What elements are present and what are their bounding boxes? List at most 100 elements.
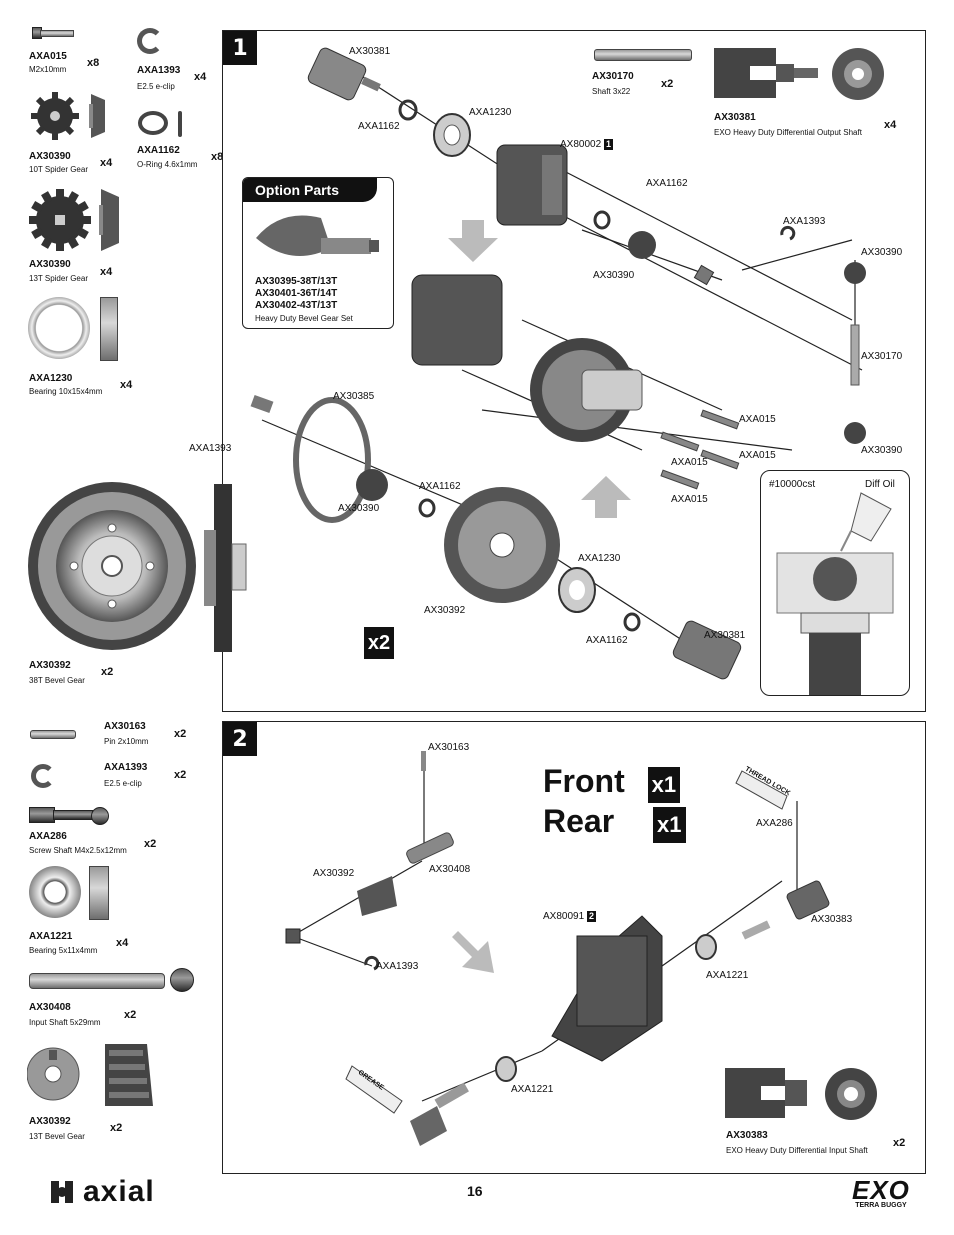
screw-icon: [32, 27, 74, 39]
part-desc: Bearing 5x11x4mm: [29, 946, 98, 955]
o-ring-icon: [138, 111, 168, 135]
part-desc: Input Shaft 5x29mm: [29, 1018, 101, 1027]
option-line: AX30401-36T/14T: [255, 288, 338, 299]
callout-label: AX30390: [861, 445, 903, 456]
part-desc: EXO Heavy Duty Differential Input Shaft: [726, 1146, 868, 1155]
part-qty: x8: [211, 151, 224, 163]
input-shaft-end-icon: [170, 968, 194, 992]
callout-label: AXA1230: [469, 107, 512, 118]
oil-label: Diff Oil: [865, 479, 895, 490]
front-qty: x1: [647, 767, 681, 803]
part-qty: x4: [194, 71, 207, 83]
part-desc: 13T Spider Gear: [29, 274, 88, 283]
callout-label: AX30408: [429, 864, 471, 875]
part-qty: x4: [120, 379, 133, 391]
screw-shaft-end-icon: [91, 807, 109, 825]
part-code: AX30170: [592, 71, 634, 82]
part-code: AXA1393: [137, 65, 181, 76]
pin-icon: [30, 730, 76, 739]
bevel-gear-13t-icon: [27, 1044, 153, 1106]
step-number: 2: [223, 722, 257, 756]
part-code: AXA015: [29, 51, 67, 62]
part-code: AX30390: [29, 151, 71, 162]
input-shaft-icon: [29, 973, 165, 989]
callout-label: AXA1221: [511, 1084, 554, 1095]
step-1-diagram: [250, 47, 866, 680]
part-code: AXA286: [29, 831, 67, 842]
callout-label: AX30381: [349, 46, 391, 57]
part-desc: E2.5 e-clip: [137, 82, 175, 91]
part-qty: x2: [661, 78, 674, 90]
part-desc: Bearing 10x15x4mm: [29, 387, 103, 396]
axial-logo-icon: [51, 1181, 73, 1203]
e-clip-icon: [137, 28, 163, 54]
o-ring-side-icon: [178, 111, 182, 137]
part-qty: x2: [110, 1122, 123, 1134]
callout-label: AXA1230: [578, 553, 621, 564]
option-line: AX30395-38T/13T: [255, 276, 338, 287]
oil-weight: #10000cst: [769, 479, 816, 490]
callout-label: AX30170: [861, 351, 903, 362]
part-code: AX30383: [726, 1130, 768, 1141]
part-code: AXA1221: [29, 931, 73, 942]
step-2-panel: 2: [222, 721, 926, 1174]
model-logo: EXO TERRA BUGGY: [852, 1177, 910, 1209]
callout-label: AX80091 2: [543, 911, 596, 922]
callout-label: AX30163: [428, 742, 470, 753]
callout-label: AX30385: [333, 391, 375, 402]
callout-label: AXA1162: [586, 635, 628, 646]
front-rear-label: Front x1 Rear x1: [543, 763, 686, 843]
part-qty: x4: [884, 119, 897, 131]
part-desc: 13T Bevel Gear: [29, 1132, 85, 1141]
part-qty: x2: [124, 1009, 137, 1021]
callout-label: AXA1393: [189, 443, 232, 454]
callout-label: AX30390: [861, 247, 903, 258]
option-parts-box: Option Parts AX30395-38T/13T AX30401-36T…: [242, 177, 394, 329]
part-desc: M2x10mm: [29, 65, 67, 74]
bearing-side-icon: [89, 866, 109, 920]
part-desc: E2.5 e-clip: [104, 779, 142, 788]
bearing-icon: [28, 297, 90, 359]
part-code: AX30392: [29, 660, 71, 671]
part-code: AXA1393: [104, 762, 148, 773]
oil-bottle-icon: [776, 492, 894, 695]
multiplier-badge: x2: [364, 627, 394, 659]
step-2-diagram: [285, 751, 830, 1146]
callout-label: AXA286: [756, 818, 793, 829]
part-qty: x4: [116, 937, 129, 949]
callout-label: AXA015: [739, 414, 776, 425]
bearing-icon: [29, 866, 81, 918]
part-qty: x2: [174, 728, 187, 740]
rear-qty: x1: [653, 807, 686, 843]
front-label: Front: [543, 763, 625, 799]
step-1-panel: 1: [222, 30, 926, 712]
callout-label: AXA015: [671, 494, 708, 505]
callout-label: AXA015: [671, 457, 708, 468]
callout-label: AX80002 1: [560, 139, 613, 150]
callout-label: AX30383: [811, 914, 853, 925]
option-parts-title: Option Parts: [243, 178, 377, 202]
part-desc: O-Ring 4.6x1mm: [137, 160, 198, 169]
part-desc: 38T Bevel Gear: [29, 676, 85, 685]
part-qty: x4: [100, 157, 113, 169]
callout-label: AXA015: [739, 450, 776, 461]
callout-label: AX30381: [704, 630, 746, 641]
part-code: AX30392: [29, 1116, 71, 1127]
spider-gear-icon: [29, 90, 109, 147]
bearing-side-icon: [100, 297, 118, 361]
output-shaft-icon: [714, 46, 884, 107]
callout-label: AX30392: [313, 868, 355, 879]
page-number: 16: [467, 1183, 483, 1199]
part-desc: Pin 2x10mm: [104, 737, 149, 746]
callout-label: AXA1162: [358, 121, 400, 132]
part-desc: Screw Shaft M4x2.5x12mm: [29, 846, 127, 855]
part-qty: x2: [101, 666, 114, 678]
part-desc: Shaft 3x22: [592, 87, 631, 96]
brand-name: axial: [83, 1175, 155, 1208]
part-desc: 10T Spider Gear: [29, 165, 88, 174]
input-shaft-large-icon: [725, 1066, 885, 1127]
bevel-gear-38t-icon: [28, 480, 248, 660]
spider-gear-icon: [27, 187, 123, 258]
part-code: AX30163: [104, 721, 146, 732]
part-qty: x2: [174, 769, 187, 781]
